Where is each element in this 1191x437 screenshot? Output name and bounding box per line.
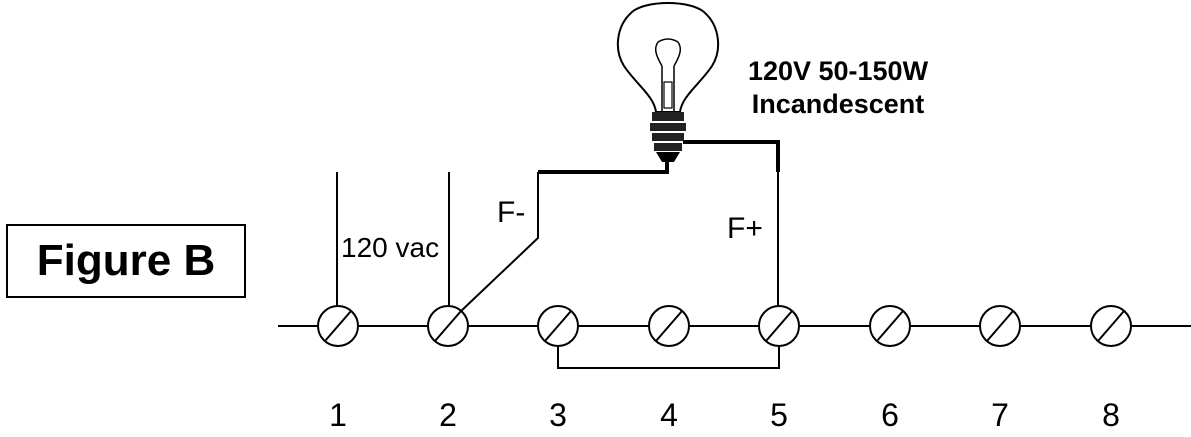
terminal-number-3: 3 [549,397,567,433]
jumper-3-5 [557,346,780,369]
terminal-screw-8 [1090,305,1132,347]
lamp-rating-label: 120V 50-150W Incandescent [728,55,948,121]
terminal-number-1: 1 [329,397,347,433]
terminal-screw-5 [758,305,800,347]
lamp-rating-line-1: 120V 50-150W [747,56,929,86]
terminal-screw-7 [979,305,1021,347]
terminal-screw-2 [427,305,469,347]
terminal-number-5: 5 [770,397,788,433]
terminal-number-8: 8 [1102,397,1120,433]
terminal-screw-6 [869,305,911,347]
terminal-screw-4 [648,305,690,347]
terminal-number-4: 4 [660,397,678,433]
f-minus-wire [459,172,539,313]
terminal-number-2: 2 [439,397,457,433]
terminal-number-6: 6 [881,397,899,433]
terminal-screw-1 [317,305,359,347]
supply-voltage-label: 120 vac [341,232,440,263]
lamp-rating-line-2: Incandescent [751,89,925,119]
f-plus-label: F+ [727,212,763,245]
terminal-number-7: 7 [991,397,1009,433]
f-minus-label: F- [497,196,526,229]
terminal-screw-3 [537,305,579,347]
figure-label-box: Figure B [6,224,246,298]
figure-title: Figure B [36,236,216,285]
light-bulb-icon [616,2,720,162]
f-plus-lamp-lead [683,140,780,172]
f-minus-lamp-lead [538,160,669,174]
